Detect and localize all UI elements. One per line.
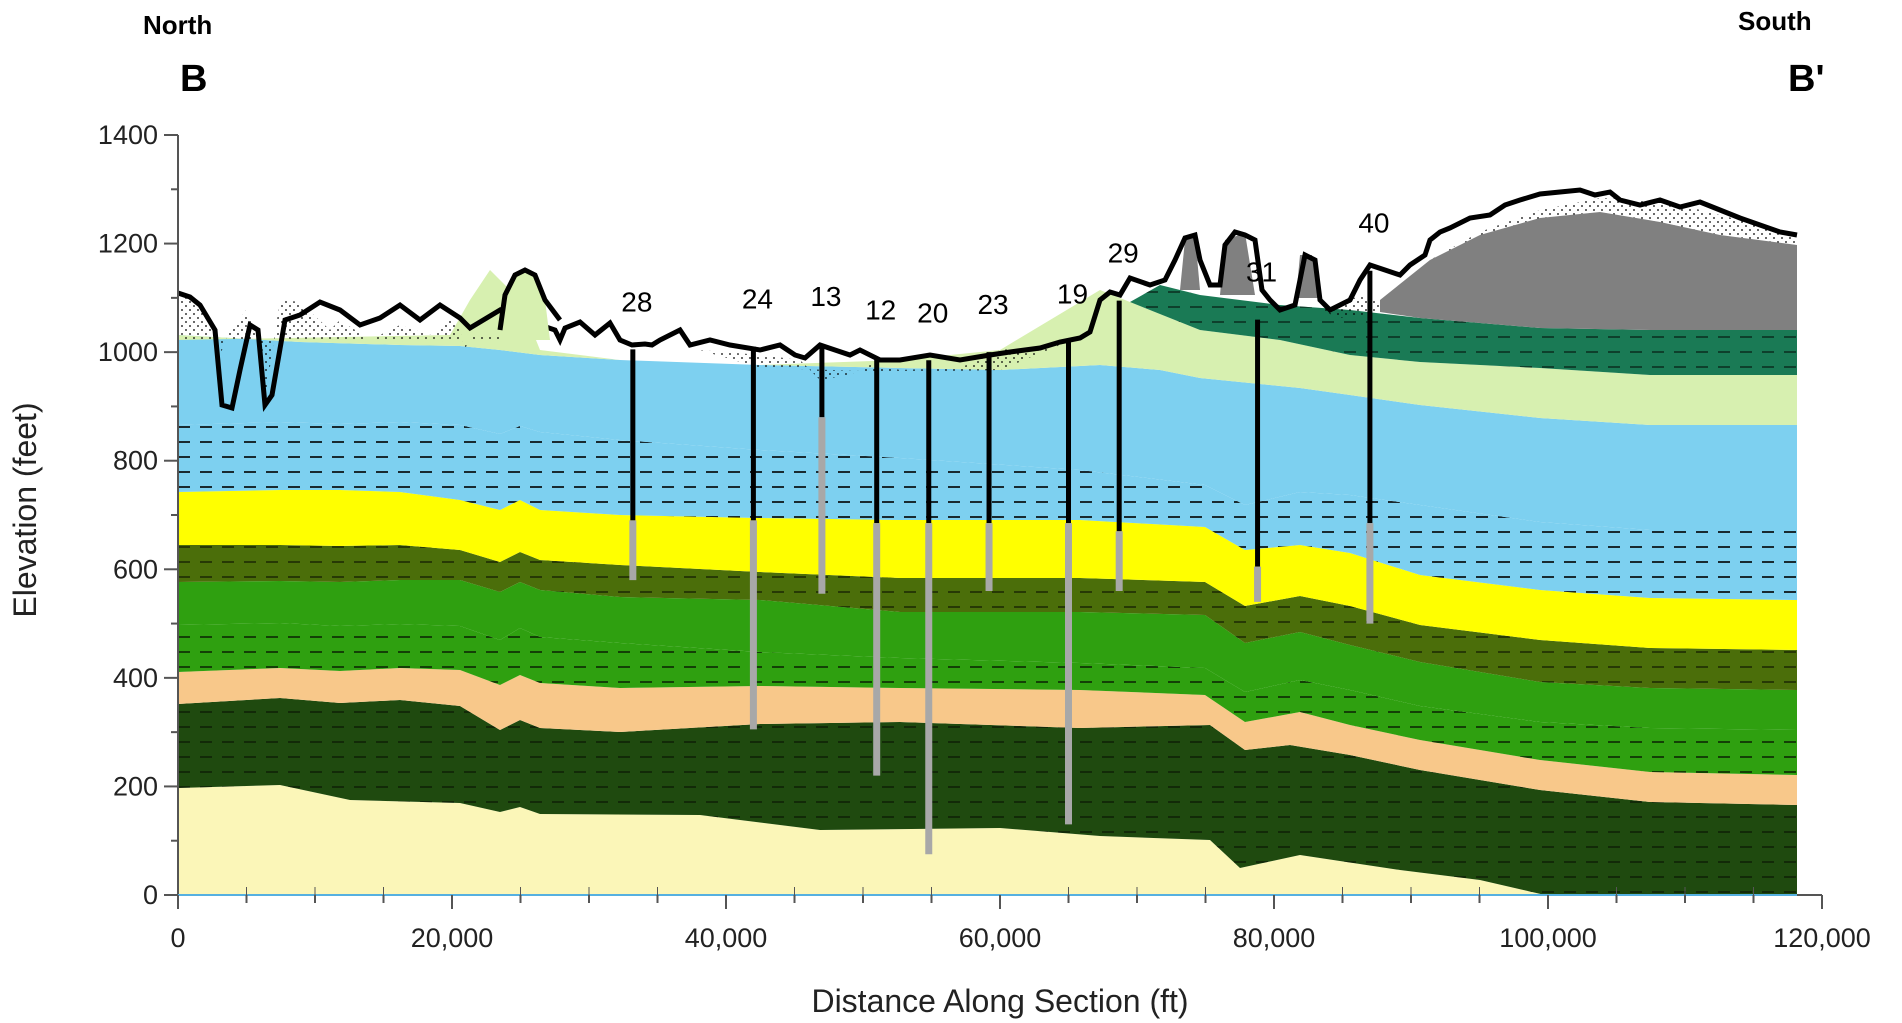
y-tick-label: 400 <box>113 663 158 693</box>
y-tick-label: 1400 <box>98 120 158 150</box>
unit-basal-pale-yellow <box>178 785 1545 895</box>
unit-green <box>178 580 1797 730</box>
y-tick-label: 800 <box>113 446 158 476</box>
y-tick-label: 0 <box>143 880 158 910</box>
y-axis-title: Elevation (feet) <box>7 402 43 617</box>
y-tick-label: 200 <box>113 771 158 801</box>
x-tick-label: 0 <box>170 923 185 953</box>
north-label: North <box>143 10 213 40</box>
y-tick-label: 600 <box>113 554 158 584</box>
well-label: 29 <box>1108 238 1139 269</box>
unit-tan <box>178 668 1797 805</box>
x-tick-label: 120,000 <box>1773 923 1871 953</box>
section-start-label: B <box>180 58 208 100</box>
x-axis-title: Distance Along Section (ft) <box>811 983 1188 1019</box>
well-label: 28 <box>621 286 652 317</box>
x-tick-label: 60,000 <box>959 923 1042 953</box>
well-label: 23 <box>977 289 1008 320</box>
well-label: 12 <box>865 295 896 326</box>
y-tick-label: 1000 <box>98 337 158 367</box>
x-tick-label: 80,000 <box>1233 923 1316 953</box>
y-axis-ticks: 0 200 400 600 800 1000 1200 1400 <box>98 120 178 910</box>
well-label: 20 <box>917 297 948 328</box>
x-tick-label: 100,000 <box>1499 923 1597 953</box>
unit-pale-green <box>178 270 1797 425</box>
x-tick-label: 20,000 <box>411 923 494 953</box>
well-label: 24 <box>742 284 773 315</box>
section-end-label: B' <box>1788 58 1825 100</box>
y-tick-label: 1200 <box>98 229 158 259</box>
x-tick-label: 40,000 <box>685 923 768 953</box>
well-label: 13 <box>810 281 841 312</box>
ground-surface <box>177 187 1798 413</box>
unit-gray <box>1380 212 1797 330</box>
wells-layer: 28 24 13 12 20 23 19 29 31 40 <box>621 208 1389 855</box>
well-label: 31 <box>1246 257 1277 288</box>
x-axis-ticks: 0 20,000 40,000 60,000 80,000 100,000 120,000 <box>170 887 1871 953</box>
well-label: 19 <box>1057 278 1088 309</box>
well-label: 40 <box>1358 208 1389 239</box>
south-label: South <box>1738 6 1812 36</box>
